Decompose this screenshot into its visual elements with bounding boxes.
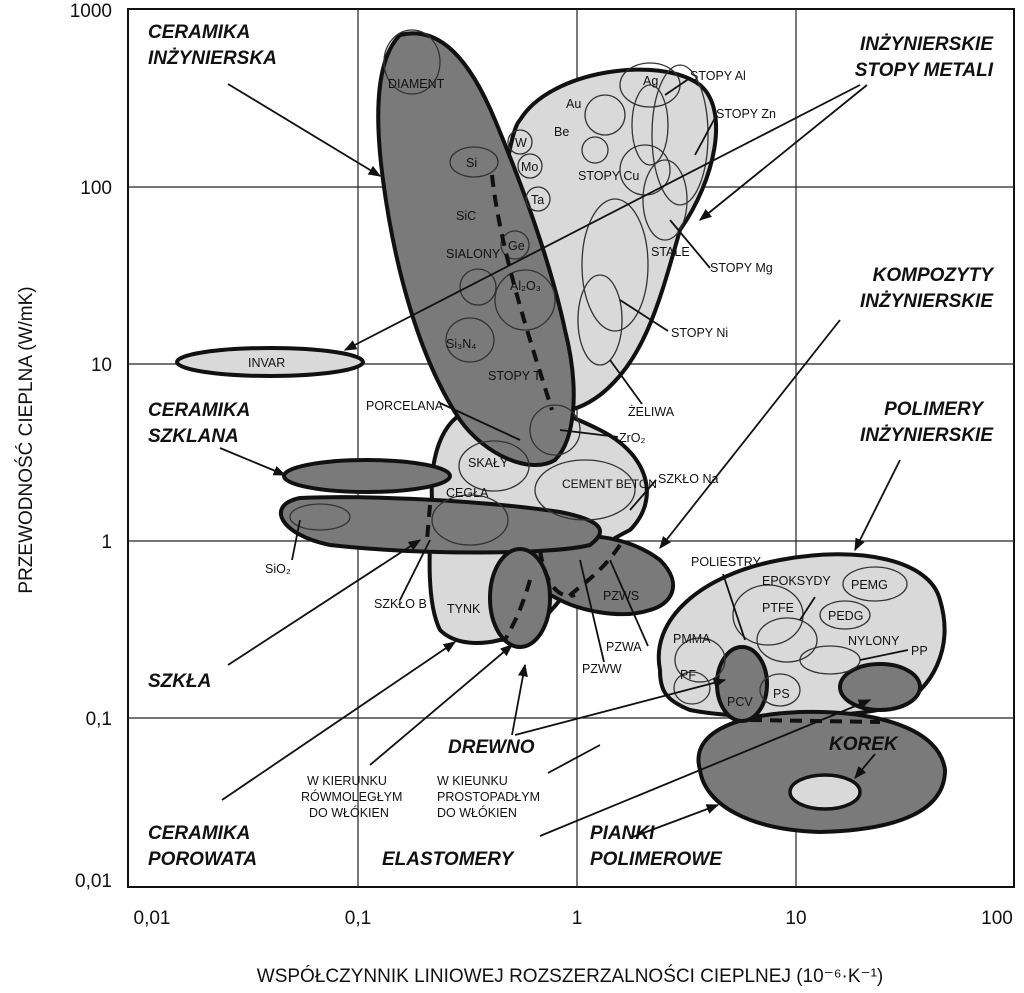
lbl-ag: Ag [643,74,658,88]
lbl-pzww: PZWW [582,662,622,676]
x-tick-100: 100 [981,908,1013,929]
grp-elastomery: ELASTOMERY [382,849,516,870]
envelope-szkla [278,495,602,555]
grp-kompozyty-1: KOMPOZYTY [873,265,996,286]
grp-kompozyty-2: INŻYNIERSKIE [860,291,994,312]
y-tick-1: 1 [101,532,112,553]
y-tick-10: 10 [91,355,112,376]
grp-pianki-1: PIANKI [590,823,655,844]
wood-parallel-1: W KIERUNKU [307,774,387,788]
lbl-pp: PP [911,644,928,658]
lbl-tynk: TYNK [447,602,481,616]
lbl-pzwa: PZWA [606,640,642,654]
grp-ceramika-porowata-2: POROWATA [148,849,257,870]
lbl-stopy-zn: STOPY Zn [716,107,776,121]
y-tick-0-1: 0,1 [86,709,112,730]
lbl-pemg: PEMG [851,578,888,592]
lbl-sio2: SiO₂ [265,562,291,576]
grp-ceramika-szklana-2: SZKLANA [148,426,239,447]
lbl-cegla: CEGŁA [446,486,489,500]
x-axis-title: WSPÓŁCZYNNIK LINIOWEJ ROZSZERZALNOŚCI CI… [257,965,883,987]
lbl-stopy-al: STOPY Al [690,69,746,83]
wood-perp-3: DO WŁÓKIEN [437,805,517,820]
grp-ceramika-porowata-1: CERAMIKA [148,823,250,844]
lbl-pcv: PCV [727,695,753,709]
x-tick-1: 1 [572,908,583,929]
envelope-korek [788,773,862,811]
lbl-sialony: SIALONY [446,247,501,261]
lbl-pzws: PZWS [603,589,639,603]
grp-stopy-2: STOPY METALI [855,60,994,81]
grp-polimery-1: POLIMERY [884,399,985,420]
lbl-pedg: PEDG [828,609,863,623]
y-tick-100: 100 [80,178,112,199]
x-tick-0-01: 0,01 [134,908,171,929]
lbl-skaly: SKAŁY [468,456,509,470]
x-tick-10: 10 [785,908,806,929]
lbl-stale: STALE [651,245,690,259]
wood-perp-1: W KIEUNKU [437,774,508,788]
lbl-ps: PS [773,687,790,701]
grp-pianki-2: POLIMEROWE [590,849,723,870]
envelopes [175,31,948,835]
lbl-ptfe: PTFE [762,601,794,615]
lbl-szklo-b: SZKŁO B [374,597,427,611]
lbl-zro2: ZrO₂ [619,431,646,445]
grp-drewno: DREWNO [448,737,535,758]
lbl-ge: Ge [508,239,525,253]
lbl-pf: PF [680,668,696,682]
lbl-zeliwa: ŻELIWA [628,405,675,419]
wood-perp-2: PROSTOPADŁYM [437,790,540,804]
y-tick-0-01: 0,01 [75,871,112,892]
lbl-sic: SiC [456,209,476,223]
lbl-nylony: NYLONY [848,634,900,648]
wood-parallel-2: RÓWMOLEGŁYM [301,789,402,804]
lbl-stopy-ti: STOPY Ti [488,369,543,383]
lbl-au: Au [566,97,581,111]
lbl-invar: INVAR [248,356,285,370]
lbl-szklo-na: SZKŁO Na [658,472,718,486]
lbl-al2o3: Al₂O₃ [510,279,541,293]
lbl-pmma: PMMA [673,632,711,646]
lbl-diament: DIAMENT [388,77,445,91]
envelope-elastomery [838,662,922,712]
group-labels: CERAMIKA INŻYNIERSKA INŻYNIERSKIE STOPY … [148,22,995,870]
lbl-poliestry: POLIESTRY [691,555,762,569]
grp-stopy-1: INŻYNIERSKIE [860,34,994,55]
lbl-stopy-cu: STOPY Cu [578,169,639,183]
y-tick-1000: 1000 [70,1,112,22]
lbl-si3n4: Si₃N₄ [446,337,476,351]
material-labels: DIAMENT Si SiC Ge SIALONY Al₂O₃ Si₃N₄ ST… [248,69,928,709]
grp-polimery-2: INŻYNIERSKIE [860,425,994,446]
grp-korek: KOREK [829,734,899,755]
y-axis-title: PRZEWODNOŚĆ CIEPLNA (W/mK) [15,286,37,593]
envelope-ceramika-szklana [282,458,452,494]
grp-szkla: SZKŁA [148,671,211,692]
lbl-cement-beton: CEMENT BETON [562,477,657,491]
lbl-si: Si [466,156,477,170]
lbl-w: W [515,136,527,150]
lbl-stopy-ni: STOPY Ni [671,326,728,340]
material-outlines [289,29,908,707]
lbl-porcelana: PORCELANA [366,399,444,413]
envelope-drewno [488,547,552,649]
lbl-mo: Mo [521,160,538,174]
lbl-epoksydy: EPOKSYDY [762,574,831,588]
x-tick-0-1: 0,1 [345,908,371,929]
grp-ceramika-inzynierska-2: INŻYNIERSKA [148,48,277,69]
envelope-pianki [696,709,948,835]
dashed-lines [425,174,881,724]
envelope-ceramika-inzynierska [376,31,576,467]
lbl-ta: Ta [531,193,544,207]
grp-ceramika-szklana-1: CERAMIKA [148,400,250,421]
leader-lines [219,77,909,839]
grp-ceramika-inzynierska-1: CERAMIKA [148,22,250,43]
lbl-be: Be [554,125,569,139]
wood-parallel-3: DO WŁÓKIEN [309,805,389,820]
envelope-invar [175,346,365,378]
lbl-stopy-mg: STOPY Mg [710,261,773,275]
